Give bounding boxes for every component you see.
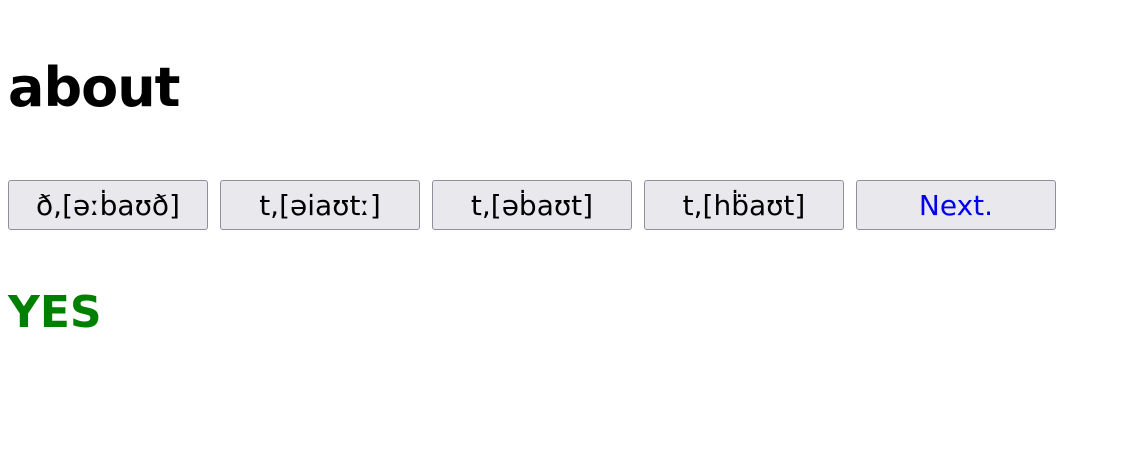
answer-options: ð,[əːḃaʊð] t,[əi̇aʊtː] t,[əḃaʊt] t,[hḃ̈a…: [8, 180, 1056, 230]
result-text: YES: [8, 287, 102, 338]
word-title: about: [8, 56, 180, 119]
option-button-4[interactable]: t,[hḃ̈aʊt]: [644, 180, 844, 230]
option-button-1[interactable]: ð,[əːḃaʊð]: [8, 180, 208, 230]
option-button-2[interactable]: t,[əi̇aʊtː]: [220, 180, 420, 230]
option-button-3[interactable]: t,[əḃaʊt]: [432, 180, 632, 230]
next-button[interactable]: Next.: [856, 180, 1056, 230]
